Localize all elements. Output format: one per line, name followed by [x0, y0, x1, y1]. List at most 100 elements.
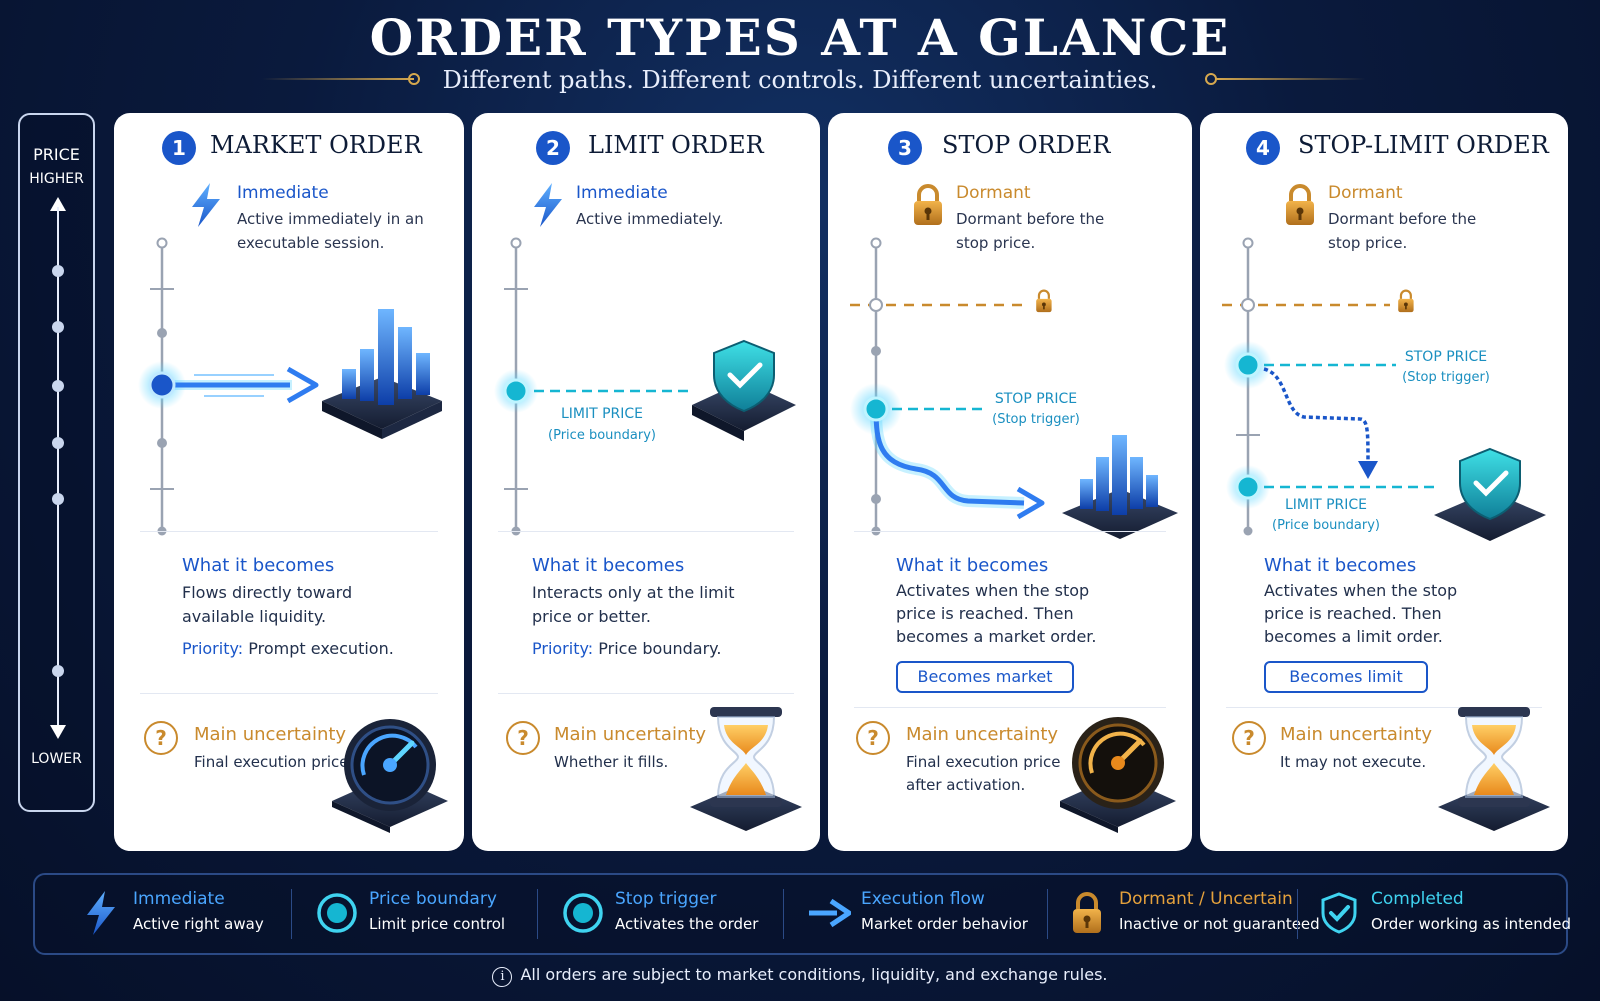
what-it-becomes-title: What it becomes — [1264, 555, 1417, 576]
legend-desc: Inactive or not guaranteed — [1119, 915, 1320, 933]
legend-divider — [537, 889, 538, 939]
legend-title: Stop trigger — [615, 889, 717, 909]
what-it-becomes-desc: Activates when the stop price is reached… — [1264, 581, 1458, 646]
footer-text: All orders are subject to market conditi… — [520, 965, 1108, 984]
card-number-badge: 1 — [162, 131, 196, 165]
state-name: Immediate — [237, 183, 329, 203]
question-icon: ? — [1232, 721, 1266, 755]
state-description: Active immediately in an executable sess… — [237, 210, 424, 252]
arrow-up-icon — [50, 197, 66, 211]
stop-order-diagram: STOP PRICE (Stop trigger) — [850, 237, 1178, 539]
becomes-market-button[interactable]: Becomes market — [896, 661, 1074, 693]
divider — [854, 531, 1166, 532]
shield-check-icon — [1317, 891, 1361, 935]
priority: Priority: Price boundary. — [532, 639, 721, 658]
card-title: STOP ORDER — [942, 131, 1111, 159]
lock-icon — [1397, 289, 1415, 314]
lock-icon — [1065, 891, 1109, 935]
becomes-limit-button[interactable]: Becomes limit — [1264, 661, 1428, 693]
legend-desc: Order working as intended — [1371, 915, 1571, 933]
card-title: STOP-LIMIT ORDER — [1298, 131, 1549, 159]
card-limit-order: 2 LIMIT ORDER Immediate Active immediate… — [472, 113, 820, 851]
priority-label: Priority: — [182, 639, 244, 658]
card-market-order: 1 MARKET ORDER Immediate Active immediat… — [114, 113, 464, 851]
limit-order-diagram: LIMIT PRICE (Price boundary) — [494, 237, 796, 536]
price-scale-tick — [52, 437, 64, 449]
price-scale-lower: LOWER — [31, 751, 82, 767]
target-ring-icon — [561, 891, 605, 935]
legend-bar: Immediate Active right away Price bounda… — [33, 873, 1571, 955]
state-name: Dormant — [1328, 183, 1403, 203]
price-scale-tick — [52, 493, 64, 505]
state-description: Dormant before the stop price. — [1328, 210, 1477, 252]
card-title: MARKET ORDER — [210, 131, 422, 159]
arrow-right-icon — [807, 891, 851, 935]
main-uncertainty-desc: Final execution price after activation. — [906, 753, 1061, 794]
legend-divider — [1297, 889, 1298, 939]
legend-divider — [783, 889, 784, 939]
legend-desc: Limit price control — [369, 915, 506, 933]
page-title: ORDER TYPES AT A GLANCE — [369, 8, 1231, 67]
price-scale-tick — [52, 321, 64, 333]
main-uncertainty-title: Main uncertainty — [1280, 724, 1433, 745]
stop-price-sub: (Stop trigger) — [992, 412, 1080, 427]
legend-desc: Market order behavior — [861, 915, 1028, 933]
gauge-icon — [1060, 717, 1176, 833]
price-scale-tick — [52, 380, 64, 392]
info-icon: i — [492, 967, 513, 987]
what-it-becomes-title: What it becomes — [532, 555, 685, 576]
limit-price-label: LIMIT PRICE — [561, 406, 643, 422]
legend-title: Dormant / Uncertain — [1119, 889, 1293, 909]
divider — [1226, 707, 1542, 708]
stop-limit-order-diagram: STOP PRICE (Stop trigger) LIMIT PRICE (P… — [1222, 237, 1546, 541]
divider — [498, 693, 794, 694]
price-scale-tick — [52, 265, 64, 277]
limit-price-sub: (Price boundary) — [1272, 518, 1380, 533]
state-description: Active immediately. — [576, 210, 724, 228]
target-ring-icon — [315, 891, 359, 935]
priority: Priority: Prompt execution. — [182, 639, 394, 658]
hourglass-icon — [690, 707, 802, 831]
what-it-becomes-desc: Activates when the stop price is reached… — [896, 581, 1097, 646]
limit-price-sub: (Price boundary) — [548, 428, 656, 443]
card-number-badge: 2 — [536, 131, 570, 165]
limit-price-label: LIMIT PRICE — [1285, 497, 1367, 513]
what-it-becomes-desc: Interacts only at the limit price or bet… — [532, 583, 735, 626]
main-uncertainty-title: Main uncertainty — [906, 724, 1059, 745]
footer-note: i All orders are subject to market condit… — [0, 965, 1600, 987]
market-order-diagram — [138, 237, 442, 536]
question-icon: ? — [144, 721, 178, 755]
price-scale-higher: HIGHER — [29, 171, 84, 187]
state-name: Dormant — [956, 183, 1031, 203]
main-uncertainty-desc: Final execution price. — [194, 753, 354, 771]
card-stop-order: 3 STOP ORDER Dormant Dormant before the … — [828, 113, 1192, 851]
main-uncertainty-desc: It may not execute. — [1280, 753, 1427, 771]
legend-divider — [291, 889, 292, 939]
stop-price-sub: (Stop trigger) — [1402, 370, 1490, 385]
card-number-badge: 4 — [1246, 131, 1280, 165]
price-scale-tick — [52, 665, 64, 677]
main-uncertainty-desc: Whether it fills. — [554, 753, 669, 771]
legend-desc: Active right away — [133, 915, 264, 933]
legend-title: Execution flow — [861, 889, 985, 909]
price-scale-label: PRICE — [33, 145, 80, 164]
legend-title: Completed — [1371, 889, 1464, 909]
title-divider-right — [1216, 78, 1366, 80]
card-stop-limit-order: 4 STOP-LIMIT ORDER Dormant Dormant befor… — [1200, 113, 1568, 851]
liquidity-bars-icon — [322, 309, 442, 439]
divider — [854, 707, 1166, 708]
title-divider-dot-left — [408, 73, 420, 85]
divider — [140, 693, 438, 694]
question-icon: ? — [506, 721, 540, 755]
main-uncertainty-title: Main uncertainty — [554, 724, 707, 745]
page-subtitle: Different paths. Different controls. Dif… — [442, 66, 1158, 94]
price-scale-track — [57, 207, 59, 737]
liquidity-bars-icon — [1062, 435, 1178, 539]
title-divider-left — [262, 78, 414, 80]
state-name: Immediate — [576, 183, 668, 203]
lock-icon — [1035, 289, 1053, 314]
what-it-becomes-title: What it becomes — [896, 555, 1049, 576]
priority-value: Price boundary. — [598, 639, 722, 658]
divider — [140, 531, 438, 532]
gauge-icon — [332, 719, 448, 833]
